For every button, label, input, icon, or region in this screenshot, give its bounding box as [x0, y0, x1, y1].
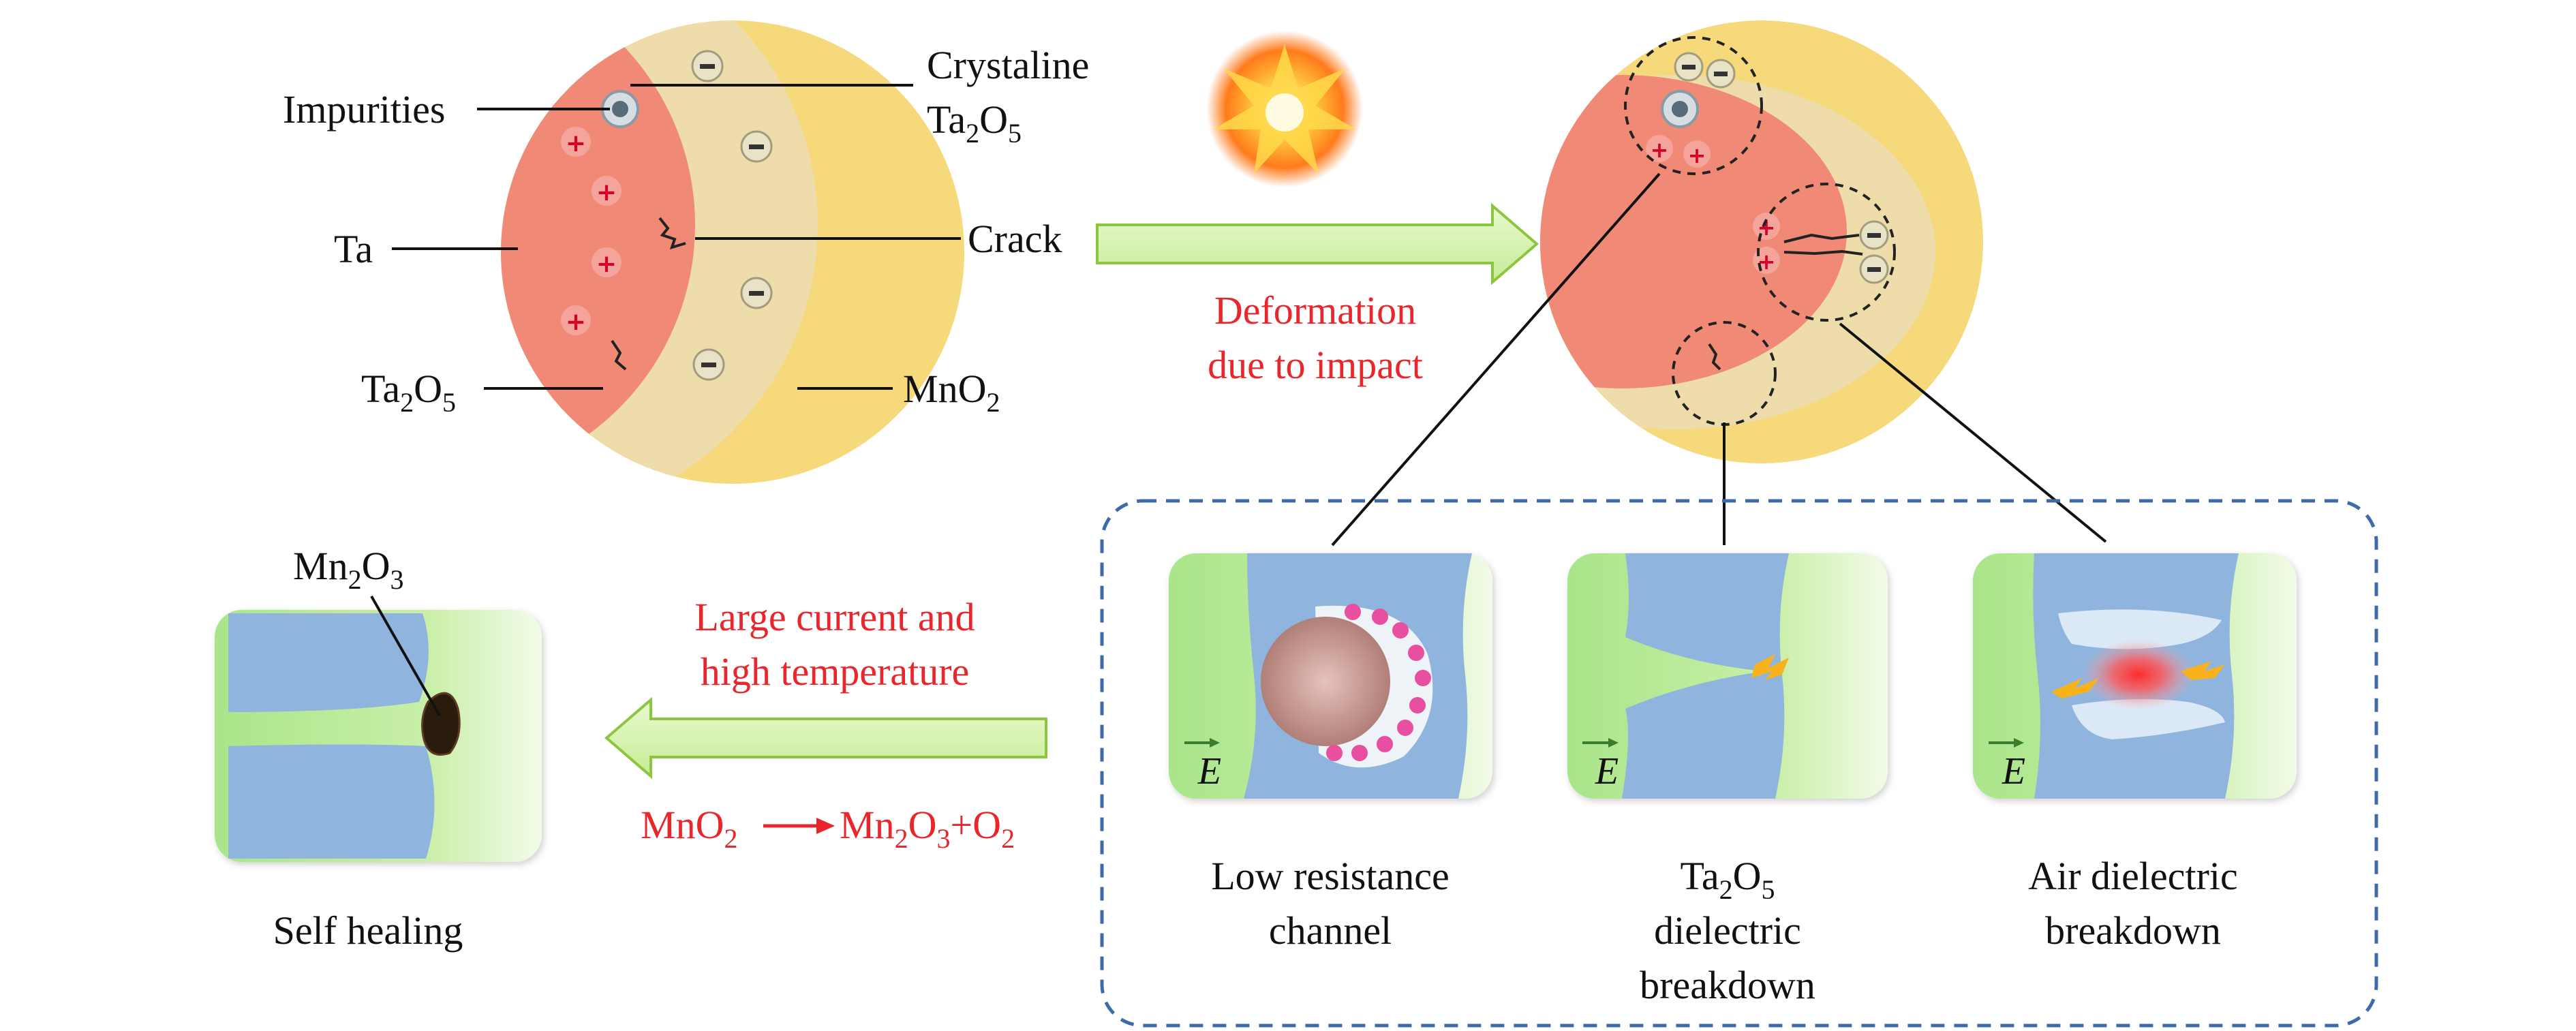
impact-label: due to impact: [1208, 343, 1423, 387]
negative-charges: [691, 50, 773, 381]
ta-core: [501, 20, 695, 484]
svg-text:+: +: [596, 179, 617, 206]
field-symbol-2: E: [1595, 750, 1619, 793]
zoom-circle-right: [1757, 183, 1896, 322]
large-current-label: Large current and: [694, 595, 975, 639]
zoom-circle-top: [1624, 36, 1763, 175]
air-caption: Air dielectric: [2028, 854, 2238, 898]
panel-air-breakdown: [1973, 553, 2297, 799]
high-temperature-label: high temperature: [701, 649, 970, 694]
negative-charges-right: [1674, 52, 1889, 284]
self-healing-caption: Self healing: [273, 908, 463, 953]
ta-label: Ta: [334, 227, 373, 271]
svg-text:Mn2O3+O2: Mn2O3+O2: [840, 803, 1015, 854]
crack-mark-right: [1783, 233, 1863, 256]
impurity-core: [1261, 617, 1390, 746]
svg-text:+: +: [1651, 137, 1669, 163]
mno2-label: MnO2: [903, 367, 1000, 418]
impurities-label: Impurities: [283, 87, 445, 132]
crack-mark: [658, 217, 686, 250]
deformation-label: Deformation: [1214, 288, 1416, 333]
panel-low-resistance: [1169, 553, 1492, 799]
reaction-arrow-icon: [816, 818, 835, 834]
crystaline-formula: Ta2O5: [927, 97, 1022, 149]
crack-mark-2: [611, 339, 627, 371]
reaction-equation: MnO2 Mn2O3+O2: [641, 803, 1015, 854]
positive-charges: + + + +: [561, 127, 622, 336]
left-particle: + + + +: [501, 20, 964, 484]
ta2o5-caption-3: breakdown: [1640, 963, 1815, 1007]
crack-mark-right-2: [1708, 343, 1721, 371]
air-caption-2: breakdown: [2045, 908, 2221, 953]
explosion-icon: [1206, 31, 1363, 187]
low-resistance-caption: Low resistance: [1211, 854, 1449, 898]
field-symbol-3: E: [2002, 750, 2025, 793]
crack-label: Crack: [968, 217, 1062, 261]
ta2o5-caption: Ta2O5: [1680, 854, 1775, 905]
large-current-arrow: [604, 696, 1047, 780]
svg-text:+: +: [1688, 142, 1706, 168]
panel-ta2o5-breakdown: [1567, 553, 1888, 799]
mn2o3-leader: [370, 596, 441, 716]
spark-icon: [1751, 654, 1789, 680]
svg-text:+: +: [596, 250, 617, 278]
crystaline-label: Crystaline: [927, 43, 1089, 87]
svg-text:+: +: [566, 129, 586, 157]
low-resistance-caption-2: channel: [1269, 908, 1392, 953]
mn2o3-label: Mn2O3: [293, 544, 403, 595]
connector-lines: [1331, 172, 2107, 547]
svg-text:+: +: [566, 308, 586, 336]
svg-text:MnO2: MnO2: [641, 803, 737, 854]
left-leader-lines: [392, 84, 961, 390]
field-symbol-1: E: [1197, 750, 1221, 793]
ta2o5-label: Ta2O5: [361, 367, 456, 418]
glow-icon: [2081, 639, 2196, 710]
ta2o5-caption-2: dielectric: [1654, 908, 1801, 953]
panel-self-healing: [215, 610, 542, 862]
deformation-arrow: [1096, 202, 1539, 286]
mn2o3-deposit-icon: [421, 692, 461, 756]
